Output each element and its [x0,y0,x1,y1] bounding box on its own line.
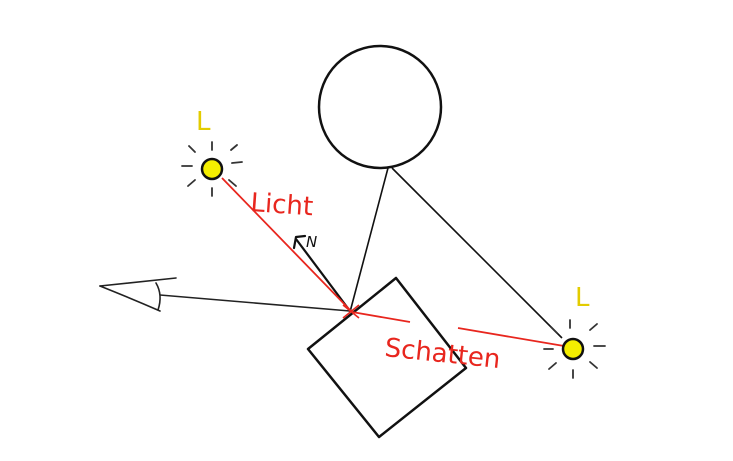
light-ray-label: Licht [250,188,315,222]
eye-icon [99,277,177,312]
sphere-to-light-line [391,167,563,339]
light-left-label: L [196,107,211,137]
light-source-icon [181,141,243,197]
shadow-ray [351,311,565,347]
light-source-icon [543,319,606,379]
normal-vector [292,234,351,312]
sphere-to-hit-line [349,167,389,313]
sphere [317,44,443,170]
light-ray [221,177,353,313]
light-right-label: L [575,283,590,313]
shadow-ray-label: Schatten [383,333,502,375]
eye-ray [159,294,351,312]
cube [306,276,468,439]
hit-point-marker [342,304,360,319]
normal-label: N [306,233,317,251]
